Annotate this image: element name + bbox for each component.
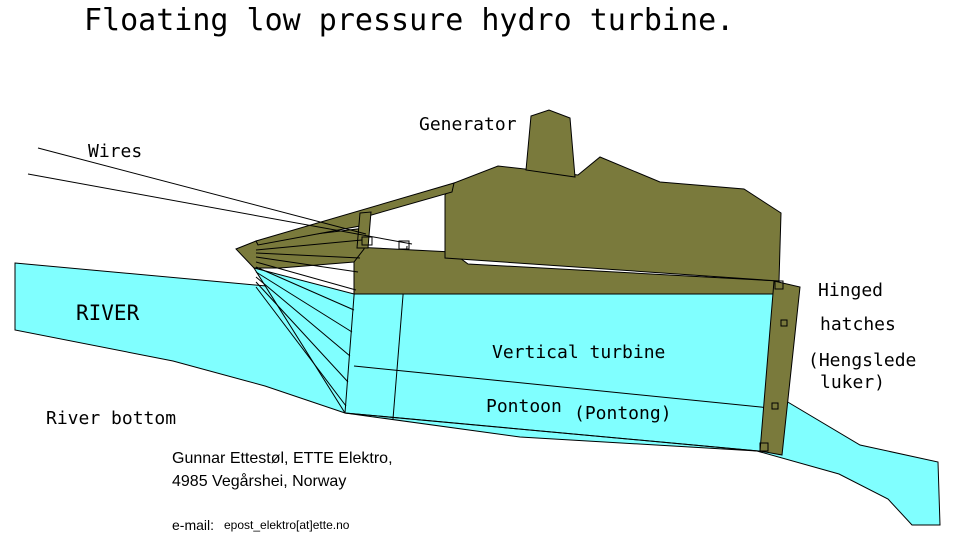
bow-strut bbox=[356, 211, 372, 249]
credit-line-1: Gunnar Ettestøl, ETTE Elektro, bbox=[172, 450, 393, 467]
wires-label: Wires bbox=[88, 141, 142, 162]
vertical-turbine-label: Vertical turbine bbox=[492, 342, 665, 363]
generator-label: Generator bbox=[419, 114, 517, 135]
page-title: Floating low pressure hydro turbine. bbox=[84, 3, 734, 38]
pontoon-frame-mid bbox=[353, 365, 771, 409]
wire-upper bbox=[37, 147, 367, 235]
hatch-hinges bbox=[361, 236, 788, 452]
river-label: RIVER bbox=[76, 301, 140, 325]
hinged-label-line1: Hinged bbox=[818, 280, 883, 301]
rigging-lines bbox=[255, 239, 363, 407]
hinged-local-label-line1: (Hengslede bbox=[808, 350, 916, 371]
hinged-hatch-post bbox=[759, 280, 801, 456]
pontoon-label: Pontoon bbox=[486, 396, 562, 417]
river-bottom-label: River bottom bbox=[46, 408, 176, 429]
wire-lower bbox=[27, 173, 413, 245]
generator-dome bbox=[525, 109, 576, 178]
pontoon-frame-bottom bbox=[344, 412, 759, 452]
hinged-local-label-line2: luker) bbox=[820, 372, 885, 393]
email-label: e-mail: bbox=[172, 517, 214, 533]
credit-line-2: 4985 Vegårshei, Norway bbox=[172, 472, 346, 490]
email-value[interactable]: epost_elektro[at]ette.no bbox=[224, 518, 350, 532]
hinged-label-line2: hatches bbox=[820, 314, 896, 335]
pontoon-local-label: (Pontong) bbox=[574, 403, 672, 424]
generator-housing bbox=[444, 156, 782, 282]
